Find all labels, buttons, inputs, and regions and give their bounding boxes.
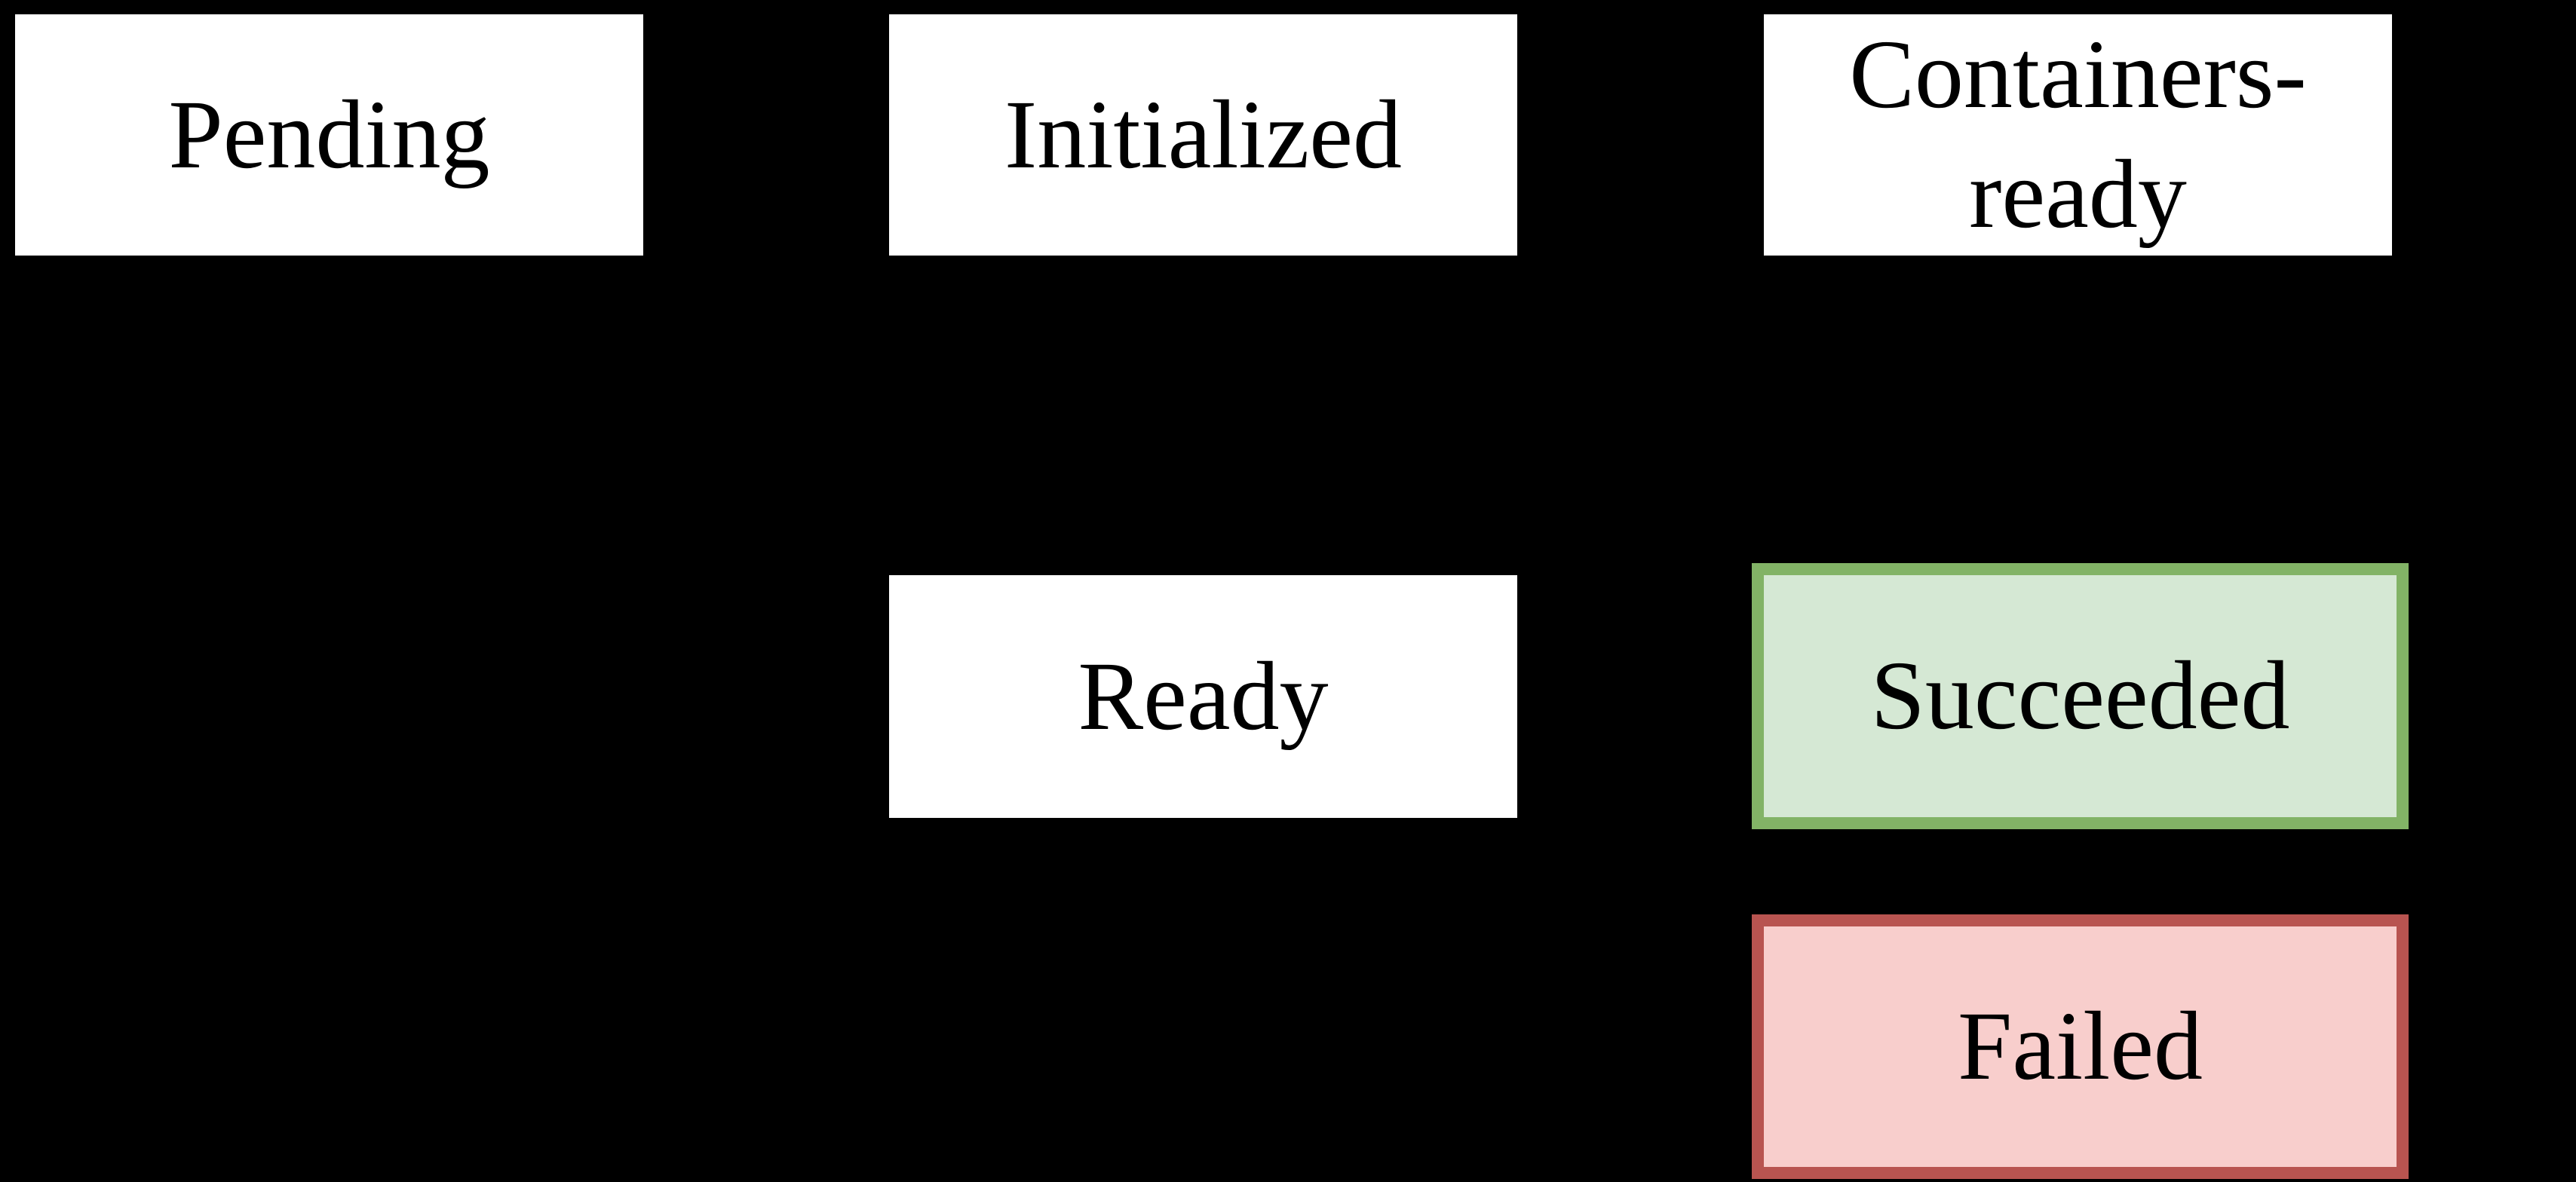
state-label-succeeded: Succeeded: [1870, 642, 2290, 751]
state-label-ready: Ready: [1078, 642, 1329, 751]
state-box-pending: Pending: [15, 14, 643, 256]
state-label-pending: Pending: [168, 80, 490, 189]
state-label-containers-ready: Containers- ready: [1849, 20, 2307, 249]
state-box-ready: Ready: [889, 575, 1517, 818]
state-box-succeeded: Succeeded: [1752, 563, 2409, 829]
state-box-failed: Failed: [1752, 914, 2409, 1179]
state-label-initialized: Initialized: [1004, 80, 1402, 189]
state-box-initialized: Initialized: [889, 14, 1517, 256]
state-box-containers-ready: Containers- ready: [1764, 14, 2392, 256]
state-label-failed: Failed: [1958, 992, 2203, 1101]
